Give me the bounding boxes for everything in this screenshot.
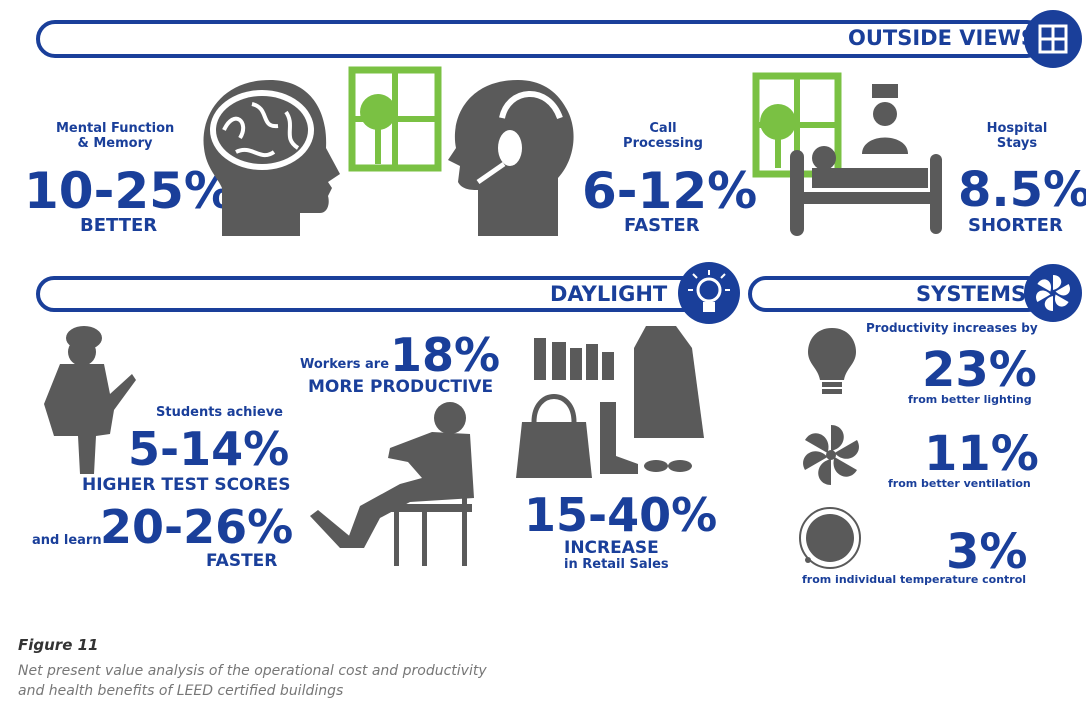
retail-items-icon (516, 326, 704, 478)
ventilation-caption: from better ventilation (888, 477, 1031, 490)
call-processing-value: 6-12% (582, 162, 758, 220)
lighting-value: 23% (922, 342, 1037, 398)
retail-unit: INCREASE (564, 538, 659, 558)
sun-icon (688, 270, 730, 312)
workers-unit: MORE PRODUCTIVE (308, 377, 494, 397)
mental-function-caption: Mental Function & Memory (56, 121, 175, 151)
headset-head-icon (448, 80, 574, 236)
hospital-bed-icon (790, 84, 942, 236)
figure-label: Figure 11 (18, 636, 99, 654)
outside-views-bar (36, 20, 1046, 58)
call-processing-unit: FASTER (624, 215, 700, 236)
systems-intro: Productivity increases by (866, 321, 1038, 335)
mental-function-value: 10-25% (24, 162, 235, 220)
retail-caption: in Retail Sales (564, 557, 669, 572)
mental-function-unit: BETTER (80, 215, 158, 236)
learn-unit: FASTER (206, 551, 278, 571)
ventilation-value: 11% (924, 426, 1039, 482)
hospital-stays-value: 8.5% (958, 162, 1086, 218)
figure-text-line1: Net present value analysis of the operat… (18, 663, 487, 679)
students-value: 5-14% (128, 422, 290, 476)
worker-chair-icon (310, 402, 474, 566)
temperature-value: 3% (946, 524, 1028, 580)
call-processing-caption: Call Processing (623, 121, 703, 151)
student-reading-icon (44, 326, 136, 474)
workers-value: 18% (390, 328, 501, 382)
lightbulb-icon (808, 328, 856, 394)
figure-text-line2: and health benefits of LEED certified bu… (18, 683, 344, 699)
workers-prefix: Workers are (300, 357, 390, 372)
window-icon-badge (1024, 10, 1082, 68)
green-window-icon (348, 66, 442, 172)
daylight-title: DAYLIGHT (550, 282, 668, 306)
systems-title: SYSTEMS (916, 282, 1027, 306)
ventilation-fan-icon (803, 425, 859, 485)
systems-bar (748, 276, 1046, 312)
students-caption: Students achieve (156, 405, 283, 420)
hospital-stays-unit: SHORTER (968, 215, 1063, 236)
brain-head-icon (203, 80, 340, 236)
temperature-caption: from individual temperature control (802, 573, 1027, 586)
outside-views-title: OUTSIDE VIEWS (848, 26, 1036, 50)
lighting-caption: from better lighting (908, 393, 1032, 406)
daylight-bar (36, 276, 716, 312)
fan-icon (1036, 275, 1070, 311)
learn-prefix: and learn (32, 533, 102, 548)
thermostat-dial-icon (799, 507, 861, 569)
fan-icon-badge (1024, 264, 1082, 322)
students-unit: HIGHER TEST SCORES (82, 475, 291, 495)
hospital-stays-caption: Hospital Stays (986, 121, 1048, 151)
sun-icon-badge (678, 262, 740, 324)
window-icon (1038, 24, 1068, 54)
learn-value: 20-26% (100, 500, 294, 554)
retail-value: 15-40% (524, 488, 718, 542)
